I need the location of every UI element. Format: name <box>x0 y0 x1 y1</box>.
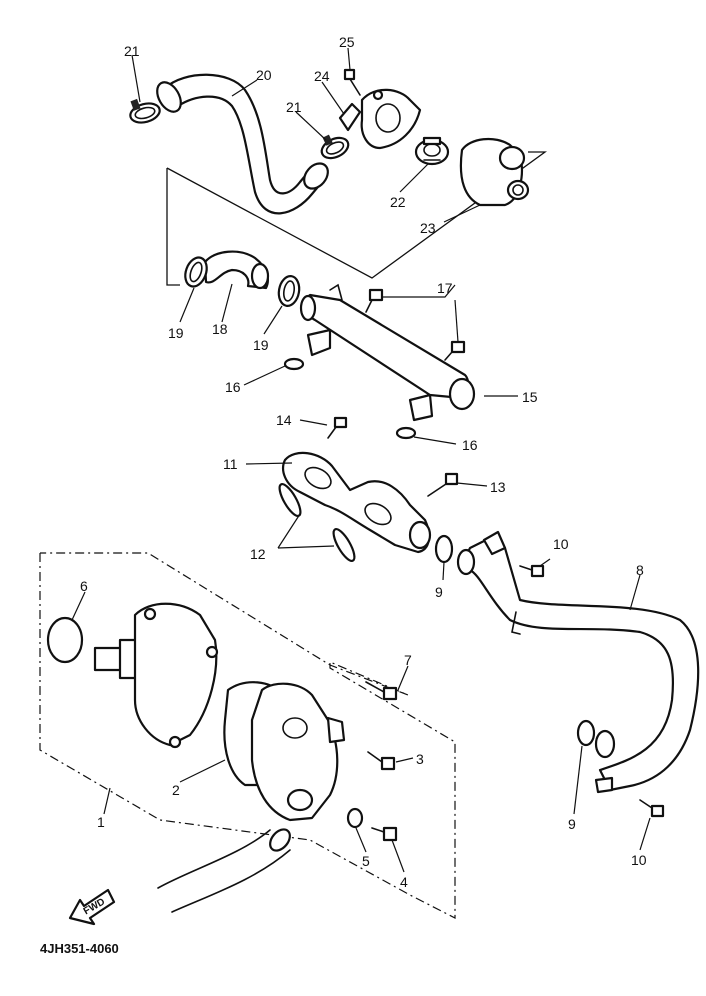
callout-5: 5 <box>362 853 370 869</box>
callout-15: 15 <box>522 389 538 405</box>
callout-3: 3 <box>416 751 424 767</box>
water-pump-assembly-boundary <box>39 552 456 919</box>
callout-19: 19 <box>253 337 269 353</box>
bolt-13 <box>427 472 459 497</box>
callout-24: 24 <box>314 68 330 84</box>
o-ring-16-lower <box>395 426 417 440</box>
callout-4: 4 <box>400 874 408 890</box>
o-ring-9-lower <box>576 719 596 747</box>
callout-19: 19 <box>168 325 184 341</box>
bolt-10-upper <box>519 564 545 578</box>
callout-1: 1 <box>97 814 105 830</box>
callout-25: 25 <box>339 34 355 50</box>
bolt-25 <box>343 68 361 96</box>
bolt-7 <box>365 681 398 701</box>
coolant-pipe-15 <box>299 283 476 422</box>
bolt-10-lower <box>639 799 665 818</box>
callout-7: 7 <box>404 652 412 668</box>
callout-21: 21 <box>124 43 140 59</box>
bolt-17-upper <box>365 288 384 313</box>
o-ring-16-upper <box>283 357 305 371</box>
callout-10: 10 <box>631 852 647 868</box>
callout-16: 16 <box>462 437 478 453</box>
callout-2: 2 <box>172 782 180 798</box>
callout-14: 14 <box>276 412 292 428</box>
callout-11: 11 <box>223 456 238 472</box>
callout-17: 17 <box>437 280 453 296</box>
callout-13: 13 <box>490 479 506 495</box>
forward-arrow-icon: FWD <box>68 888 116 926</box>
hose-20 <box>156 73 329 215</box>
water-pump-body <box>133 602 219 749</box>
thermostat-group-boundary <box>166 168 180 286</box>
callout-20: 20 <box>256 67 272 83</box>
o-ring-9-upper <box>434 534 454 564</box>
callout-21: 21 <box>286 99 302 115</box>
callout-9: 9 <box>435 584 443 600</box>
lower-hose <box>157 828 291 913</box>
thermostat-cover <box>360 88 422 150</box>
coolant-pipe-8 <box>456 530 700 794</box>
bolt-3 <box>367 751 396 771</box>
hose-clamp-19-right <box>277 275 301 307</box>
callout-10: 10 <box>553 536 569 552</box>
washer-5 <box>346 807 364 829</box>
bolt-17-lower <box>444 340 466 361</box>
bolt-14 <box>327 416 348 439</box>
hose-18 <box>203 250 270 290</box>
bolt-4 <box>371 826 398 842</box>
hose-clamp-21-left <box>129 98 161 124</box>
thermostat-housing-23 <box>459 137 530 207</box>
callout-23: 23 <box>420 220 436 236</box>
thermostat-22 <box>414 136 450 166</box>
callout-9: 9 <box>568 816 576 832</box>
o-ring-6 <box>46 616 84 664</box>
callout-18: 18 <box>212 321 228 337</box>
callout-8: 8 <box>636 562 644 578</box>
leader-lines <box>71 47 651 873</box>
o-ring-12-lower <box>332 528 356 562</box>
hose-clamp-19-left <box>184 256 208 288</box>
diagram-code: 4JH351-4060 <box>40 941 119 956</box>
hose-clamp-21-right <box>320 134 350 160</box>
water-pump-cover <box>250 682 346 822</box>
callout-12: 12 <box>250 546 266 562</box>
water-manifold-11 <box>282 451 432 554</box>
callout-labels: 21 20 21 25 24 22 23 19 18 19 17 16 15 1… <box>80 34 647 890</box>
callout-22: 22 <box>390 194 406 210</box>
callout-6: 6 <box>80 578 88 594</box>
bracket-24 <box>338 102 362 132</box>
callout-16: 16 <box>225 379 241 395</box>
